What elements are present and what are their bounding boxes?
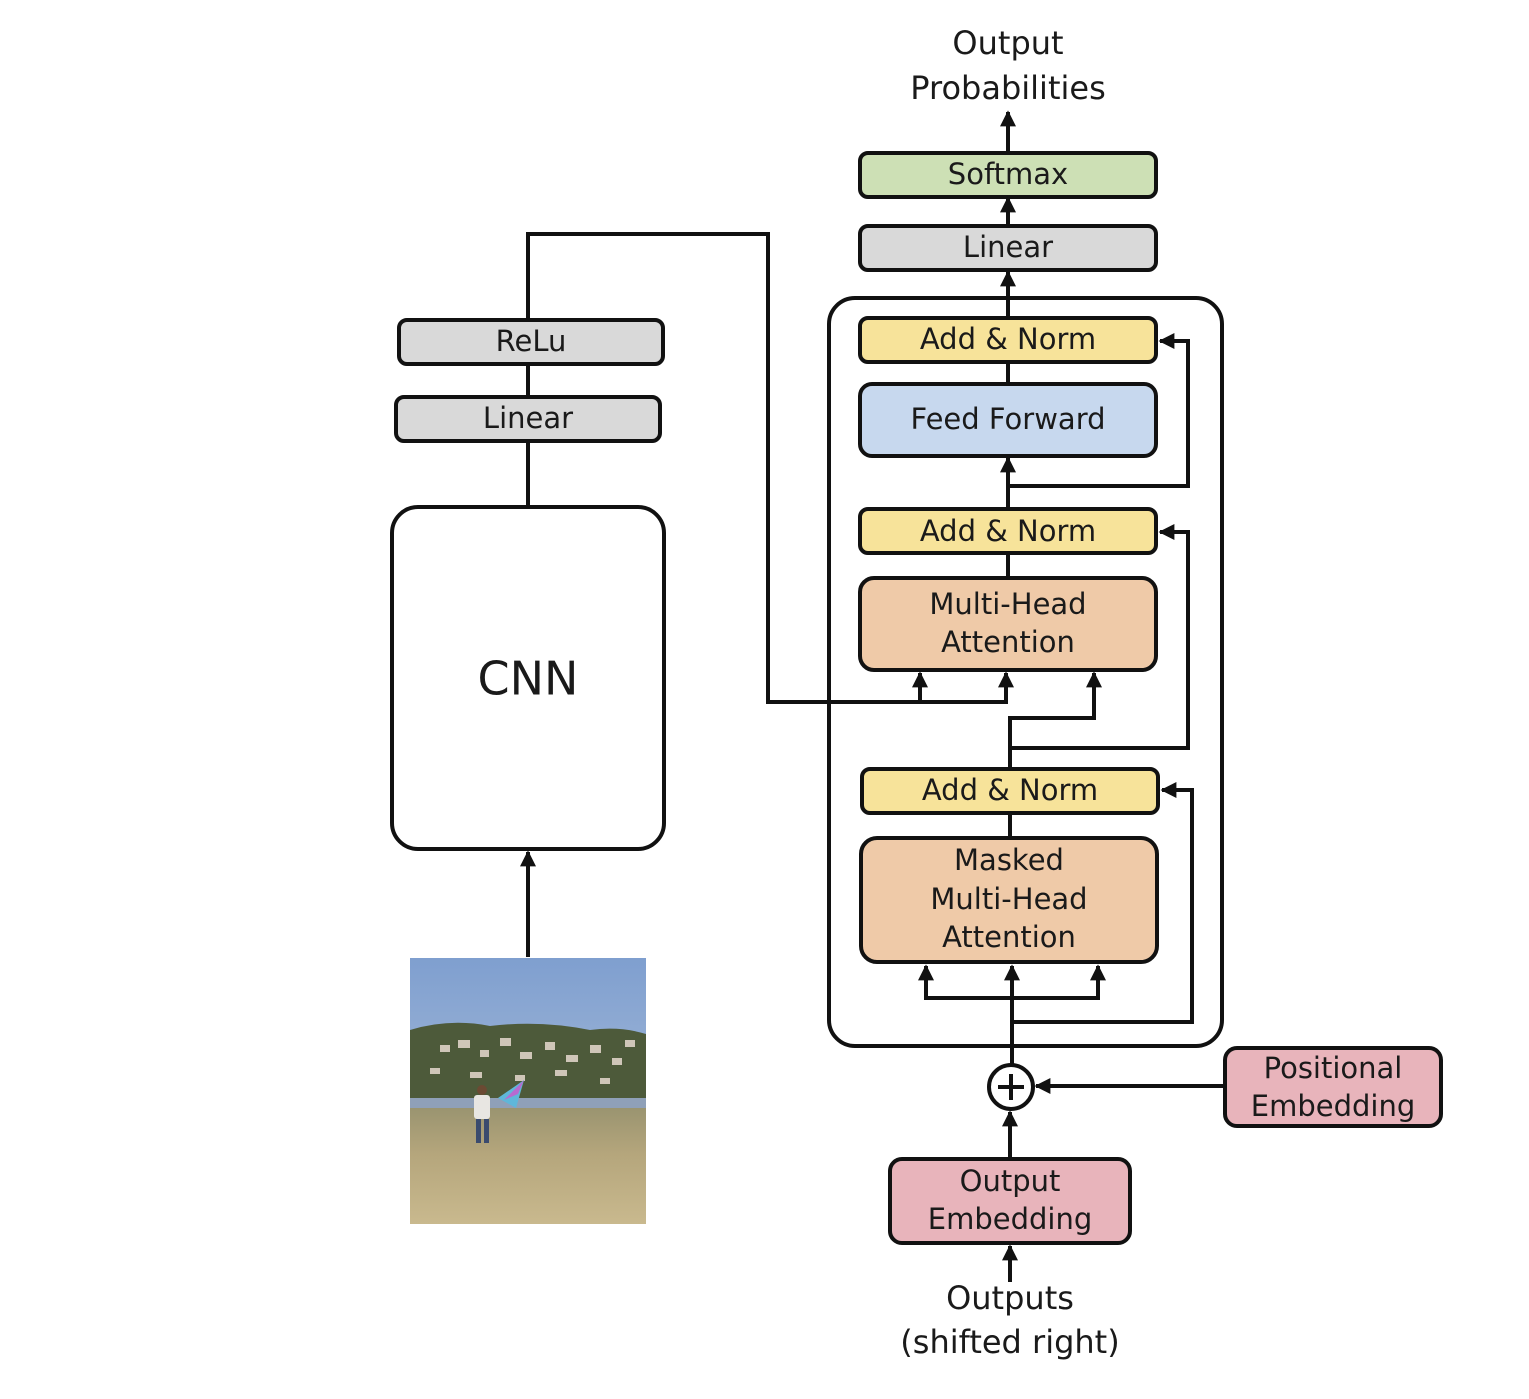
photo-child — [474, 1085, 490, 1143]
add-norm-bottom-label: Add & Norm — [922, 773, 1098, 807]
add-norm-mid-box: Add & Norm — [858, 507, 1158, 555]
relu-label: ReLu — [496, 324, 567, 358]
softmax-box: Softmax — [858, 151, 1158, 199]
masked-attention-label-line2: Multi-Head — [930, 882, 1087, 916]
add-norm-top-box: Add & Norm — [858, 316, 1158, 364]
add-norm-bottom-rect — [860, 767, 1160, 815]
feed-forward-label: Feed Forward — [910, 402, 1105, 436]
output-embedding-rect — [888, 1157, 1132, 1245]
photo-houses — [430, 1038, 635, 1084]
decoder-block-frame — [827, 296, 1224, 1048]
feed-forward-box: Feed Forward — [858, 382, 1158, 458]
add-norm-top-label: Add & Norm — [920, 322, 1096, 356]
residual-ff — [1008, 333, 1190, 488]
output-embedding-label-line2: Embedding — [928, 1202, 1092, 1236]
input-image — [410, 958, 646, 1224]
relu-box: ReLu — [397, 318, 665, 366]
masked-attention-rect — [859, 836, 1159, 964]
decoder-linear-box: Linear — [858, 224, 1158, 272]
masked-attention-box: Masked Multi-Head Attention — [859, 836, 1159, 964]
cross-attention-label-line1: Multi-Head — [929, 587, 1086, 621]
query-to-cross — [1008, 671, 1102, 768]
plus-node — [987, 1063, 1035, 1111]
output-label-line1: Output — [952, 24, 1063, 62]
cross-attention-box: Multi-Head Attention — [858, 576, 1158, 672]
cnn-label: CNN — [478, 652, 579, 706]
residual-masked — [1012, 782, 1194, 1024]
cnn-box: CNN — [390, 505, 666, 851]
relu-rect — [397, 318, 665, 366]
photo-water — [410, 1098, 646, 1108]
softmax-rect — [858, 151, 1158, 199]
feed-forward-rect — [858, 382, 1158, 458]
residual-cross — [1010, 524, 1190, 750]
decoder-linear-rect — [858, 224, 1158, 272]
cnn-rect — [390, 505, 666, 851]
masked-attention-label-line1: Masked — [954, 843, 1064, 877]
add-norm-mid-rect — [858, 507, 1158, 555]
photo-ground — [410, 1108, 646, 1224]
output-embedding-label-line1: Output — [960, 1164, 1061, 1198]
photo-kite-stripe — [504, 1080, 524, 1100]
cross-attention-rect — [858, 576, 1158, 672]
add-norm-bottom-box: Add & Norm — [860, 767, 1160, 815]
encoder-linear-rect — [394, 395, 662, 443]
encoder-linear-label: Linear — [483, 401, 573, 435]
output-label-line2: Probabilities — [910, 69, 1105, 107]
encoder-linear-box: Linear — [394, 395, 662, 443]
outputs-label-line2: (shifted right) — [900, 1323, 1119, 1361]
photo-hill — [410, 1022, 646, 1100]
positional-embedding-box: Positional Embedding — [1223, 1046, 1443, 1128]
outputs-label-line1: Outputs — [946, 1279, 1074, 1317]
plus-icon — [998, 1074, 1024, 1100]
decoder-linear-label: Linear — [963, 230, 1053, 264]
connections — [520, 110, 1224, 1282]
output-embedding-box: Output Embedding — [888, 1157, 1132, 1245]
positional-embedding-label-line1: Positional — [1264, 1051, 1403, 1085]
softmax-label: Softmax — [948, 157, 1068, 191]
masked-attention-label-line3: Attention — [942, 920, 1076, 954]
positional-embedding-rect — [1223, 1046, 1443, 1128]
add-norm-top-rect — [858, 316, 1158, 364]
positional-embedding-label-line2: Embedding — [1251, 1089, 1415, 1123]
encoder-to-cross-v — [526, 232, 1014, 704]
cross-attention-label-line2: Attention — [941, 625, 1075, 659]
add-norm-mid-label: Add & Norm — [920, 514, 1096, 548]
